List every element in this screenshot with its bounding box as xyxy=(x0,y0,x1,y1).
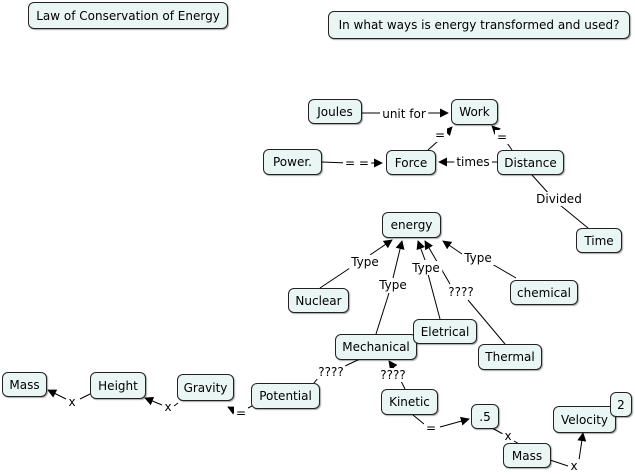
link-label-x-height-mass: x xyxy=(66,395,78,409)
concept-mass-bottom[interactable]: Mass xyxy=(503,443,551,468)
link-label-divided: Divided xyxy=(534,192,584,206)
concept-potential[interactable]: Potential xyxy=(251,383,320,409)
link-label-times: times xyxy=(454,155,492,169)
link-label-eq-force-work: = xyxy=(432,128,448,142)
concept-mass-left[interactable]: Mass xyxy=(2,372,47,397)
link-label-x-gravity-height: x xyxy=(162,400,174,414)
concept-chemical[interactable]: chemical xyxy=(510,280,578,305)
link-label-type-chemical: Type xyxy=(462,251,494,265)
concept-mechanical[interactable]: Mechanical xyxy=(335,334,417,360)
link-label-type-mechanical: Type xyxy=(377,278,409,292)
link-label-unknown-potential: ???? xyxy=(316,365,346,379)
link-label-x-half-mass: x xyxy=(502,429,514,443)
concept-distance[interactable]: Distance xyxy=(497,150,564,175)
concept-height[interactable]: Height xyxy=(90,372,146,399)
concept-joules[interactable]: Joules xyxy=(308,99,362,124)
link-label-eq-kinetic: = xyxy=(423,421,439,435)
link-label-x-mass-velocity: x xyxy=(568,459,580,473)
map-title: Law of Conservation of Energy xyxy=(28,2,228,29)
concept-kinetic[interactable]: Kinetic xyxy=(381,389,438,415)
concept-electrical[interactable]: Eletrical xyxy=(413,319,477,344)
link-label-eq-potential: = xyxy=(233,406,249,420)
link-label-unknown-thermal: ???? xyxy=(446,285,476,299)
concept-energy[interactable]: energy xyxy=(382,212,441,238)
link-label-unit-for: unit for xyxy=(380,107,428,121)
concept-gravity[interactable]: Gravity xyxy=(177,374,234,401)
concept-point-five[interactable]: .5 xyxy=(471,404,499,429)
link-label-eq-distance-work: = xyxy=(494,130,510,144)
concept-velocity[interactable]: Velocity xyxy=(553,406,616,433)
focus-question: In what ways is energy transformed and u… xyxy=(328,11,630,39)
link-label-type-nuclear: Type xyxy=(349,255,381,269)
concept-exponent-two[interactable]: 2 xyxy=(610,392,632,417)
link-label-type-electrical: Type xyxy=(410,261,442,275)
concept-nuclear[interactable]: Nuclear xyxy=(288,288,349,313)
link-label-eq-power-force: = = xyxy=(343,156,371,170)
concept-thermal[interactable]: Thermal xyxy=(478,344,542,370)
link-label-unknown-kinetic: ???? xyxy=(378,368,408,382)
concept-time[interactable]: Time xyxy=(576,228,622,253)
concept-force[interactable]: Force xyxy=(386,150,436,175)
concept-power[interactable]: Power. xyxy=(263,149,322,175)
concept-work[interactable]: Work xyxy=(451,99,498,125)
